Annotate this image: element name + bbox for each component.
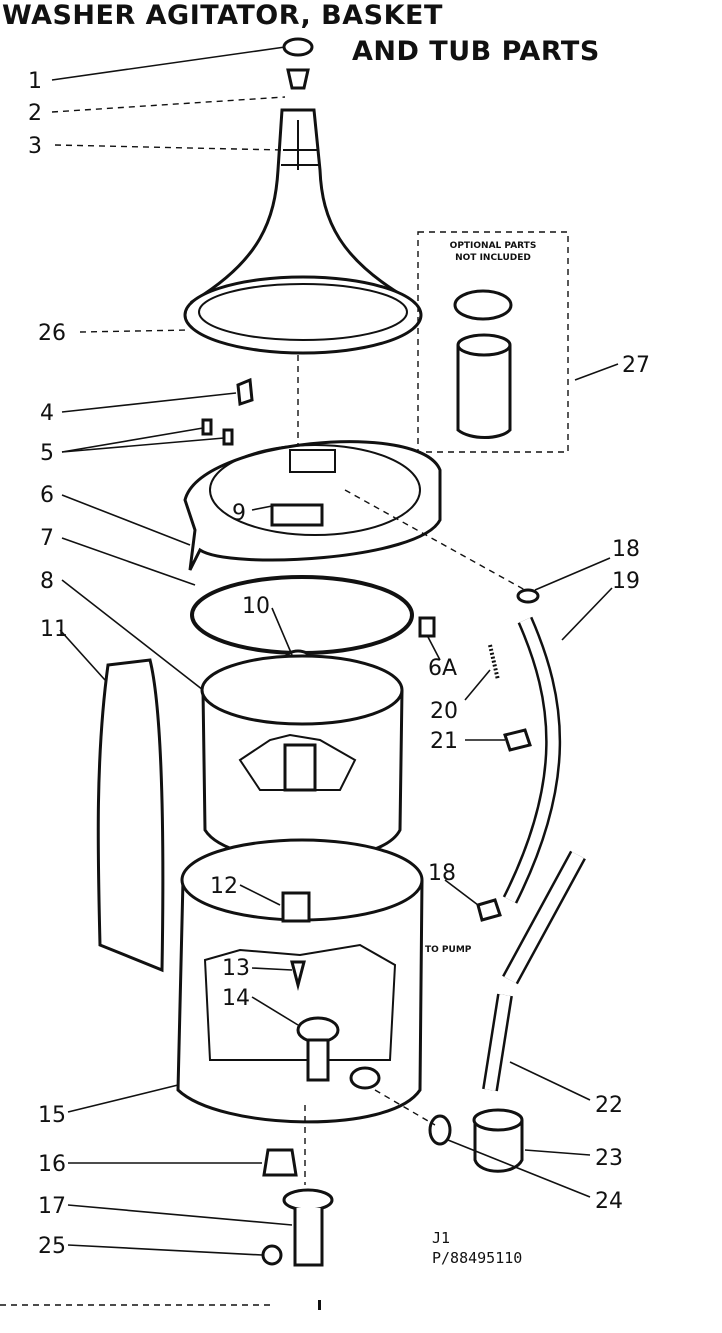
part-8-basket (200, 654, 404, 862)
part-12-bearing (281, 891, 311, 923)
part-15-outer-tub (176, 838, 424, 1124)
part-1-cap (282, 37, 314, 57)
callout-13: 13 (222, 956, 250, 981)
footer-part-number: P/88495110 (432, 1249, 522, 1267)
part-7-ring (190, 575, 414, 655)
part-24-clamp (428, 1114, 452, 1146)
callout-26: 26 (38, 321, 66, 346)
part-14-hub (296, 1016, 340, 1082)
callout-18-bottom: 18 (428, 861, 456, 886)
callout-24: 24 (595, 1189, 623, 1214)
footer-code: J1 (432, 1229, 450, 1247)
callout-22: 22 (595, 1093, 623, 1118)
callout-2: 2 (28, 101, 42, 126)
part-23-pump (472, 1108, 524, 1173)
callout-20: 20 (430, 699, 458, 724)
callout-7: 7 (40, 526, 54, 551)
part-20-spring (488, 644, 500, 681)
part-21-clamp (503, 728, 532, 752)
part-6-tub-ring (183, 440, 442, 571)
callout-6a: 6A (428, 656, 457, 681)
part-4-clip (236, 377, 254, 407)
optional-parts-box: OPTIONAL PARTS NOT INCLUDED (417, 231, 569, 453)
optional-parts-line1: OPTIONAL PARTS (450, 241, 537, 251)
callout-17: 17 (38, 1194, 66, 1219)
part-25-clamp (261, 1244, 283, 1266)
part-16-nut (262, 1148, 298, 1177)
title-line-2: AND TUB PARTS (352, 36, 600, 67)
to-pump-label: TO PUMP (425, 945, 472, 955)
part-2-cap-seal (286, 68, 310, 90)
part-3-agitator (189, 108, 416, 302)
part-5-fasteners (201, 418, 234, 446)
part-13-screw (290, 960, 306, 991)
callout-6: 6 (40, 483, 54, 508)
part-26-seal-ring (183, 275, 423, 355)
callout-3: 3 (28, 134, 42, 159)
part-18-clamp-bottom (476, 898, 502, 922)
part-17-drain-fitting (282, 1188, 334, 1267)
callout-8: 8 (40, 569, 54, 594)
callout-23: 23 (595, 1146, 623, 1171)
callout-9: 9 (232, 501, 246, 526)
part-11-tub-liner (96, 658, 165, 973)
callout-12: 12 (210, 874, 238, 899)
optional-parts-line2: NOT INCLUDED (455, 253, 531, 263)
title-line-1: WASHER AGITATOR, BASKET (2, 0, 443, 31)
callout-27: 27 (622, 353, 650, 378)
callout-10: 10 (242, 594, 270, 619)
callout-1: 1 (28, 69, 42, 94)
callout-16: 16 (38, 1152, 66, 1177)
callout-15: 15 (38, 1103, 66, 1128)
callout-11: 11 (40, 617, 68, 642)
callout-21: 21 (430, 729, 458, 754)
part-6a-clip (418, 616, 436, 638)
leader-lines (51, 46, 619, 1256)
callout-14: 14 (222, 986, 250, 1011)
callout-19: 19 (612, 569, 640, 594)
callout-5: 5 (40, 441, 54, 466)
part-18-clamp-top (516, 588, 540, 604)
callout-18-top: 18 (612, 537, 640, 562)
part-19-hose (502, 616, 562, 904)
bottom-mark (318, 1300, 321, 1310)
part-22-hose (482, 850, 586, 1092)
callout-25: 25 (38, 1234, 66, 1259)
callout-4: 4 (40, 401, 54, 426)
